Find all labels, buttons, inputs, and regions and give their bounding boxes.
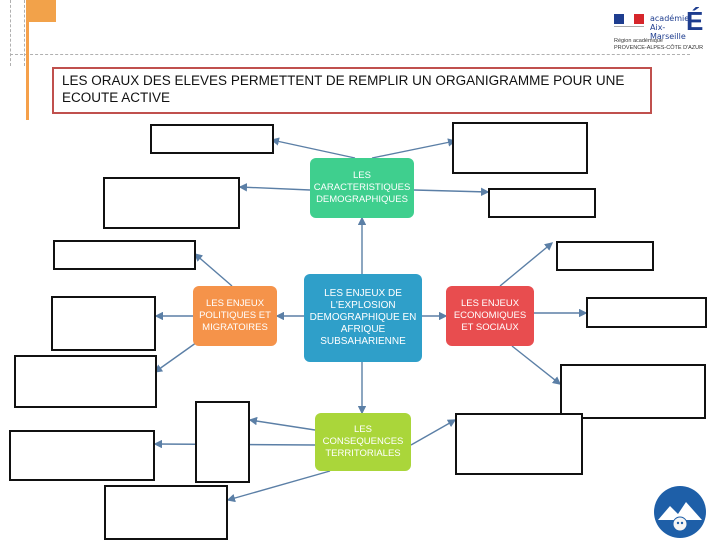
- connector-pol-topleft: [193, 253, 233, 287]
- answer-box[interactable]: [103, 177, 240, 229]
- answer-box[interactable]: [14, 355, 157, 408]
- page-title: LES ORAUX DES ELEVES PERMETTENT DE REMPL…: [52, 67, 652, 114]
- node-economics: LES ENJEUX ECONOMIQUES ET SOCIAUX: [446, 286, 534, 346]
- corner-decoration: [10, 0, 56, 66]
- mascot-logo-icon: [654, 486, 706, 538]
- connector-demo-right: [413, 187, 490, 197]
- node-territorial: LES CONSEQUENCES TERRITORIALES: [315, 413, 411, 471]
- connector-terr-left1: [248, 416, 316, 431]
- answer-box[interactable]: [586, 297, 707, 328]
- connector-terr-bottomleft: [226, 470, 331, 503]
- academy-name: académie Aix-Marseille: [650, 14, 690, 41]
- connector-eco-bottomright: [511, 345, 562, 385]
- header-divider: [10, 54, 690, 55]
- connector-pol-bottomleft: [153, 339, 201, 373]
- answer-box[interactable]: [452, 122, 588, 174]
- connector-terr-right: [410, 419, 457, 446]
- answer-box[interactable]: [51, 296, 156, 351]
- node-demographics: LES CARACTERISTIQUES DEMOGRAPHIQUES: [310, 158, 414, 218]
- answer-box[interactable]: [560, 364, 706, 419]
- answer-box[interactable]: [556, 241, 654, 271]
- connector-eco-topright: [499, 242, 554, 287]
- flag-icon: [614, 14, 644, 24]
- answer-box[interactable]: [488, 188, 596, 218]
- answer-box[interactable]: [9, 430, 155, 481]
- academy-e-mark: É: [686, 6, 704, 36]
- answer-box[interactable]: [150, 124, 274, 154]
- answer-box[interactable]: [53, 240, 196, 270]
- node-politics: LES ENJEUX POLITIQUES ET MIGRATOIRES: [193, 286, 277, 346]
- answer-box[interactable]: [104, 485, 228, 540]
- accent-bar: [26, 20, 29, 120]
- answer-box[interactable]: [195, 401, 250, 483]
- region-label: Région académique PROVENCE-ALPES-CÔTE D'…: [614, 38, 704, 51]
- academy-logo: académie Aix-Marseille É Région académiq…: [610, 4, 710, 54]
- answer-box[interactable]: [455, 413, 583, 475]
- connector-demo-topright: [371, 138, 457, 159]
- connector-demo-left: [238, 183, 311, 192]
- node-central-topic: LES ENJEUX DE L'EXPLOSION DEMOGRAPHIQUE …: [304, 274, 422, 362]
- connector-demo-topleft: [270, 137, 356, 159]
